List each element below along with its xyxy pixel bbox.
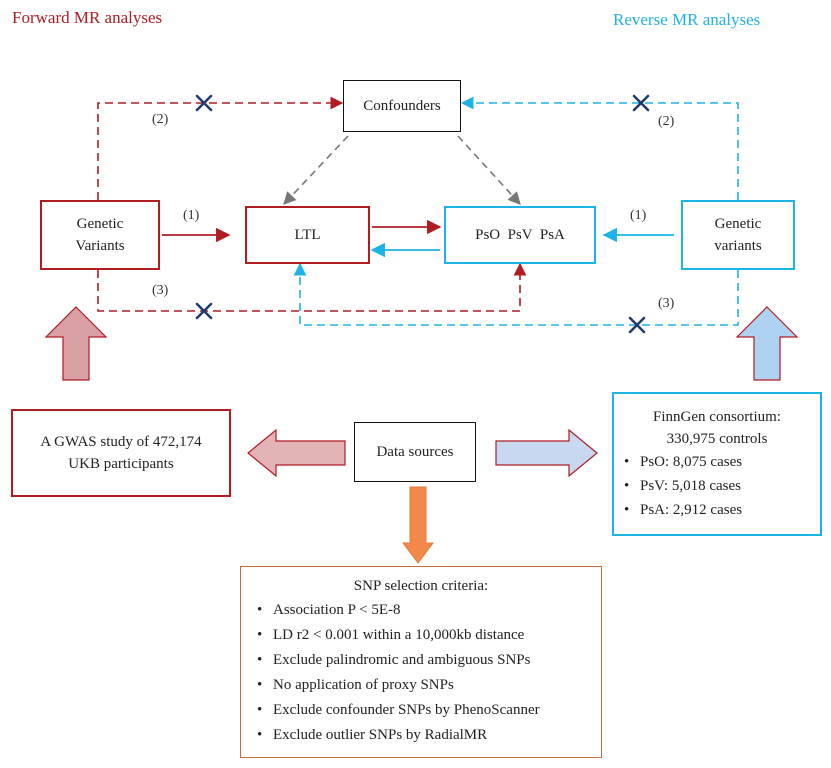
finngen-line2: 330,975 controls (666, 431, 768, 447)
gwas-source-box: A GWAS study of 472,174 UKB participants (11, 409, 231, 497)
snp-criteria-item: Exclude palindromic and ambiguous SNPs (253, 648, 540, 673)
gwas-line2: UKB participants (68, 456, 174, 472)
forward-path-3-line (97, 262, 527, 312)
reverse-path-2-label: (2) (658, 114, 675, 129)
cross-icon (195, 302, 213, 320)
forward-up-arrow-icon (44, 306, 108, 381)
snp-criteria-list: Association P < 5E-8 LD r2 < 0.001 withi… (253, 598, 540, 748)
snp-criteria-item: Exclude outlier SNPs by RadialMR (253, 723, 540, 748)
confounders-label: Confounders (363, 98, 441, 114)
outcomes-node: PsO PsV PsA (444, 206, 596, 264)
snp-criteria-box: SNP selection criteria: Association P < … (240, 566, 602, 758)
forward-path-2-label: (2) (152, 112, 169, 127)
reverse-path-1-label: (1) (630, 208, 647, 223)
confounder-to-ltl-arrow (283, 135, 349, 205)
snp-criteria-item: No application of proxy SNPs (253, 673, 540, 698)
snp-criteria-title: SNP selection criteria: (353, 578, 489, 594)
genetic-variants-forward-node: Genetic Variants (40, 200, 160, 270)
genetic-variants-reverse-line2: variants (714, 238, 762, 254)
finngen-line1: FinnGen consortium: (653, 409, 781, 425)
snp-criteria-item: Association P < 5E-8 (253, 598, 540, 623)
confounders-node: Confounders (343, 80, 461, 132)
data-sources-label: Data sources (376, 444, 454, 460)
reverse-path-2-line (460, 96, 739, 200)
genetic-variants-reverse-line1: Genetic (714, 216, 762, 232)
data-to-gwas-arrow-icon (247, 428, 346, 478)
genetic-variants-forward-line2: Variants (75, 238, 125, 254)
finngen-case-list: PsO: 8,075 cases PsV: 5,018 cases PsA: 2… (620, 450, 742, 522)
confounder-to-outcomes-arrow (457, 135, 521, 205)
ltl-node: LTL (245, 206, 370, 264)
finngen-case-item: PsO: 8,075 cases (620, 450, 742, 474)
genetic-variants-forward-line1: Genetic (76, 216, 124, 232)
finngen-case-item: PsA: 2,912 cases (620, 498, 742, 522)
reverse-path-3-line (293, 262, 739, 326)
reverse-up-arrow-icon (735, 306, 799, 381)
snp-criteria-item: Exclude confounder SNPs by PhenoScanner (253, 698, 540, 723)
reverse-mr-title: Reverse MR analyses (613, 10, 761, 29)
cross-icon (195, 94, 213, 112)
forward-mr-title: Forward MR analyses (12, 8, 163, 27)
genetic-variants-reverse-node: Genetic variants (681, 200, 795, 270)
ltl-label: LTL (294, 227, 321, 243)
data-sources-node: Data sources (354, 422, 476, 482)
finngen-source-box: FinnGen consortium: 330,975 controls PsO… (612, 392, 822, 536)
snp-criteria-item: LD r2 < 0.001 within a 10,000kb distance (253, 623, 540, 648)
cross-icon (628, 316, 646, 334)
forward-path-1-label: (1) (183, 208, 200, 223)
cross-icon (632, 94, 650, 112)
forward-path-2-line (97, 96, 344, 200)
forward-path-3-label: (3) (152, 283, 169, 298)
data-to-finngen-arrow-icon (495, 428, 598, 478)
finngen-case-item: PsV: 5,018 cases (620, 474, 742, 498)
outcomes-label: PsO PsV PsA (475, 227, 565, 243)
reverse-path-3-label: (3) (658, 296, 675, 311)
data-to-snp-arrow-icon (402, 486, 434, 564)
gwas-line1: A GWAS study of 472,174 (40, 434, 202, 450)
